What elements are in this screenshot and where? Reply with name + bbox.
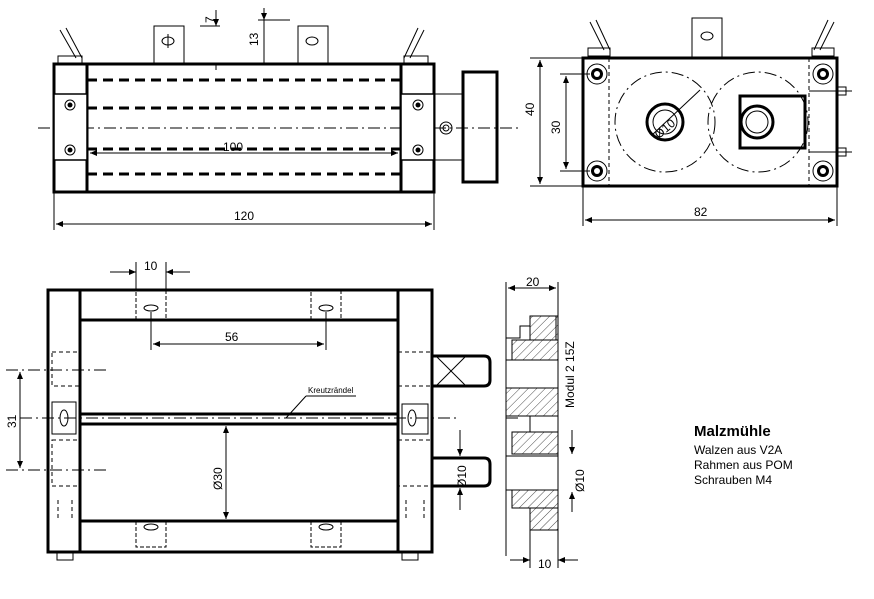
note-screws: Schrauben M4 (694, 473, 772, 487)
dim-31: 31 (5, 414, 19, 428)
gear-section: 20 Modul 2 15Z Ø10 10 (505, 275, 587, 571)
dim-shaft-diam10: Ø10 (455, 465, 469, 488)
plan-view: Kreutzrändel 10 56 31 Ø30 Ø10 (5, 259, 492, 561)
drive-shaft-upper (432, 354, 492, 388)
dim-120: 120 (234, 209, 254, 223)
note-frame: Rahmen aus POM (694, 458, 793, 472)
drive-pulley (461, 70, 499, 184)
dim-13: 13 (247, 32, 261, 46)
plan-frame-outline (46, 288, 434, 554)
side-frame-outline (581, 56, 839, 188)
label-gear-module: Modul 2 15Z (563, 341, 577, 408)
dim-bottom-10: 10 (144, 259, 158, 273)
dim-40: 40 (523, 102, 537, 116)
dim-gear-diam10: Ø10 (573, 469, 587, 492)
title-malzmuehle: Malzmühle (694, 423, 771, 440)
note-rollers: Walzen aus V2A (694, 443, 782, 457)
notes-block: Malzmühle Walzen aus V2A Rahmen aus POM … (694, 423, 793, 487)
dim-gear-20: 20 (526, 275, 540, 289)
bracket-left (153, 25, 185, 65)
dim-roller-diam30: Ø30 (211, 467, 225, 490)
dim-30: 30 (549, 120, 563, 134)
drive-shaft-lower (432, 456, 492, 488)
bracket-right (297, 25, 329, 65)
dim-56: 56 (225, 330, 239, 344)
side-view: Ø10 40 30 82 (523, 17, 852, 226)
dim-82: 82 (694, 205, 708, 219)
bolt-icon (400, 93, 435, 161)
corner-bolt-icon (586, 63, 834, 182)
dim-gear-bottom-10: 10 (538, 557, 552, 571)
roller-circle-left (614, 71, 716, 173)
dim-7: 7 (203, 16, 217, 23)
label-kreutzrandel: Kreutzrändel (308, 386, 354, 395)
roller-circle-right (707, 71, 809, 173)
front-view: 7 13 100 120 (38, 8, 520, 230)
bolt-icon (53, 93, 88, 161)
dim-100: 100 (223, 140, 243, 154)
